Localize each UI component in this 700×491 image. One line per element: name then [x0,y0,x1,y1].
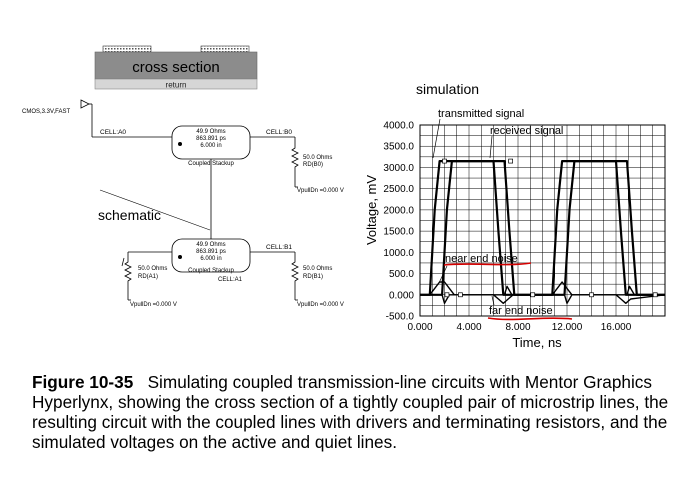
x-tick-label: 12.000 [552,322,583,333]
cell-a0-label: CELL:A0 [100,129,126,136]
plot-frame [419,124,666,317]
chart-title: simulation [416,81,479,97]
y-tick-label: 3000.0 [383,163,414,174]
cell-b0-label: CELL:B0 [266,129,292,136]
annotation-received: received signal [490,125,563,137]
vpull-b1: VpullDn =0.000 V [297,302,344,308]
series-3-line [420,281,666,304]
x-axis-label: Time, ns [512,335,562,350]
y-axis-label: Voltage, mV [364,175,379,245]
bottom-line-ohms: 49.9 Ohms [196,242,225,248]
annotation-near-end: near end noise [445,253,518,265]
cell-b1-label: CELL:B1 [266,244,292,251]
y-tick-label: 4000.0 [383,121,414,132]
resistor-b1 [291,252,299,300]
return-plane [94,78,258,90]
dielectric-layer [94,51,258,80]
vpull-b0: VpullDn =0.000 V [297,188,344,194]
x-tick-label: 4.000 [456,322,481,333]
y-tick-label: 2500.0 [383,184,414,195]
top-line-length: 6.000 in [200,143,221,149]
driver-symbol [80,99,90,109]
series-marker [444,292,450,298]
y-tick-label: 1500.0 [383,227,414,238]
resistor-b0 [291,137,299,187]
rd-b0-label: RD(B0) [303,162,323,168]
figure-caption: Figure 10-35 Simulating coupled transmis… [32,372,672,452]
series-marker [508,158,513,164]
y-tick-label: 3500.0 [383,142,414,153]
figure-label: Figure 10-35 [32,372,134,392]
bottom-line-name: Coupled Stackup [188,268,234,274]
series-marker [458,292,463,298]
return-label: return [166,81,187,90]
driver-label: CMOS,3.3V,FAST [22,109,70,115]
chart-grid [419,124,666,317]
bottom-line-length: 6.000 in [200,256,221,262]
vpull-a1: VpullDn =0.000 V [130,302,177,308]
series-marker [652,292,658,298]
x-tick-label: 8.000 [505,322,530,333]
x-tick-label: 0.000 [407,322,432,333]
schematic-label: schematic [98,207,161,223]
series-marker [589,292,594,298]
rd-b0-ohms: 50.0 Ohms [303,155,332,161]
coupling-leader [99,189,211,231]
resistor-a1 [124,252,132,300]
x-tick-label: 16.000 [601,322,632,333]
cell-a1-label: CELL:A1 [218,277,243,283]
annotation-far-end: far end noise [489,305,553,317]
cross-section: cross section return [94,45,258,90]
near-end-underline [443,262,532,266]
cross-section-title: cross section [132,59,220,76]
top-line-ohms: 49.9 Ohms [196,129,225,135]
simulation-chart: simulation 4000.0 3500.0 3000.0 2500.0 2000.… [364,81,666,350]
bottom-line-delay: 863.891 ps [196,249,226,255]
signal-trace-right [200,45,250,53]
series-marker [530,292,536,298]
signal-trace-left [102,45,152,53]
rd-b1-ohms: 50.0 Ohms [303,266,332,272]
y-tick-label: 500.0 [389,269,414,280]
y-tick-label: 1000.0 [383,248,414,259]
y-tick-label: 0.000 [389,290,414,301]
y-tick-label: 2000.0 [383,205,414,216]
top-line-delay: 863.891 ps [196,136,226,142]
caption-text: Simulating coupled transmission-line cir… [32,372,669,452]
rd-a1-label: RD(A1) [138,274,158,280]
y-tick-label: -500.0 [386,312,415,323]
series-4-line [420,285,665,304]
schematic: CMOS,3.3V,FAST CELL:A0 49.9 Ohms 863.891… [22,99,344,308]
rd-b1-label: RD(B1) [303,274,323,280]
rd-a1-ohms: 50.0 Ohms [138,266,167,272]
annotation-transmitted: transmitted signal [438,108,524,120]
figure: cross section return CMOS,3.3V,FAST CELL… [22,45,666,350]
series-marker [442,158,447,164]
far-end-underline [487,317,573,321]
coupled-line-bottom [171,238,251,273]
